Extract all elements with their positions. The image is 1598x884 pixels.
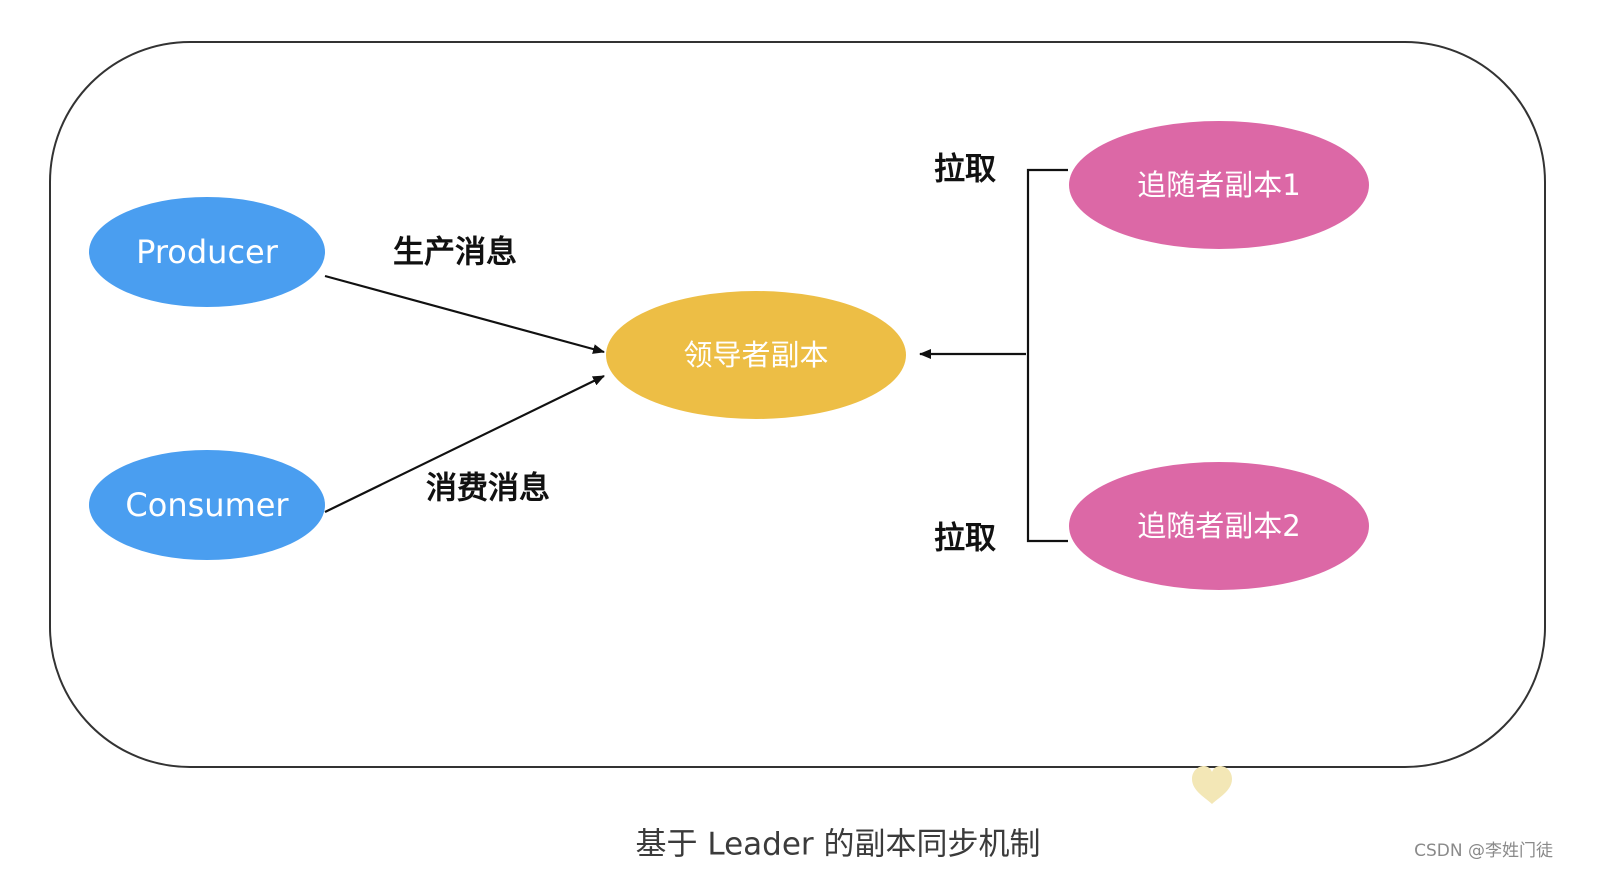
edge-pull-2-label: 拉取 [934, 521, 996, 557]
edge-produce-arrow [324, 274, 605, 354]
heart-icon [1192, 766, 1232, 804]
node-leader: 领导者副本 [606, 291, 906, 419]
pull-bracket-line [1026, 168, 1068, 543]
pull-connector [919, 168, 1068, 543]
producer-label: Producer [136, 233, 279, 271]
follower-2-label: 追随者副本2 [1137, 509, 1300, 543]
node-consumer: Consumer [89, 450, 325, 560]
consumer-ellipse [89, 450, 325, 560]
edge-pull-1-label: 拉取 [934, 152, 996, 188]
edge-consume-label: 消费消息 [426, 471, 550, 507]
leader-ellipse [606, 291, 906, 419]
watermark: CSDN @李姓门徒 [1414, 841, 1553, 861]
follower-2-ellipse [1069, 462, 1369, 590]
follower-1-label: 追随者副本1 [1137, 168, 1300, 202]
node-follower-1: 追随者副本1 [1069, 121, 1369, 249]
edge-produce-label: 生产消息 [393, 235, 517, 271]
edge-consume-arrow [324, 375, 605, 513]
producer-ellipse [89, 197, 325, 307]
follower-1-ellipse [1069, 121, 1369, 249]
leader-label: 领导者副本 [683, 338, 828, 372]
consumer-label: Consumer [125, 486, 289, 524]
node-follower-2: 追随者副本2 [1069, 462, 1369, 590]
diagram-caption: 基于 Leader 的副本同步机制 [636, 827, 1041, 863]
node-producer: Producer [89, 197, 325, 307]
diagram-frame [49, 41, 1546, 768]
